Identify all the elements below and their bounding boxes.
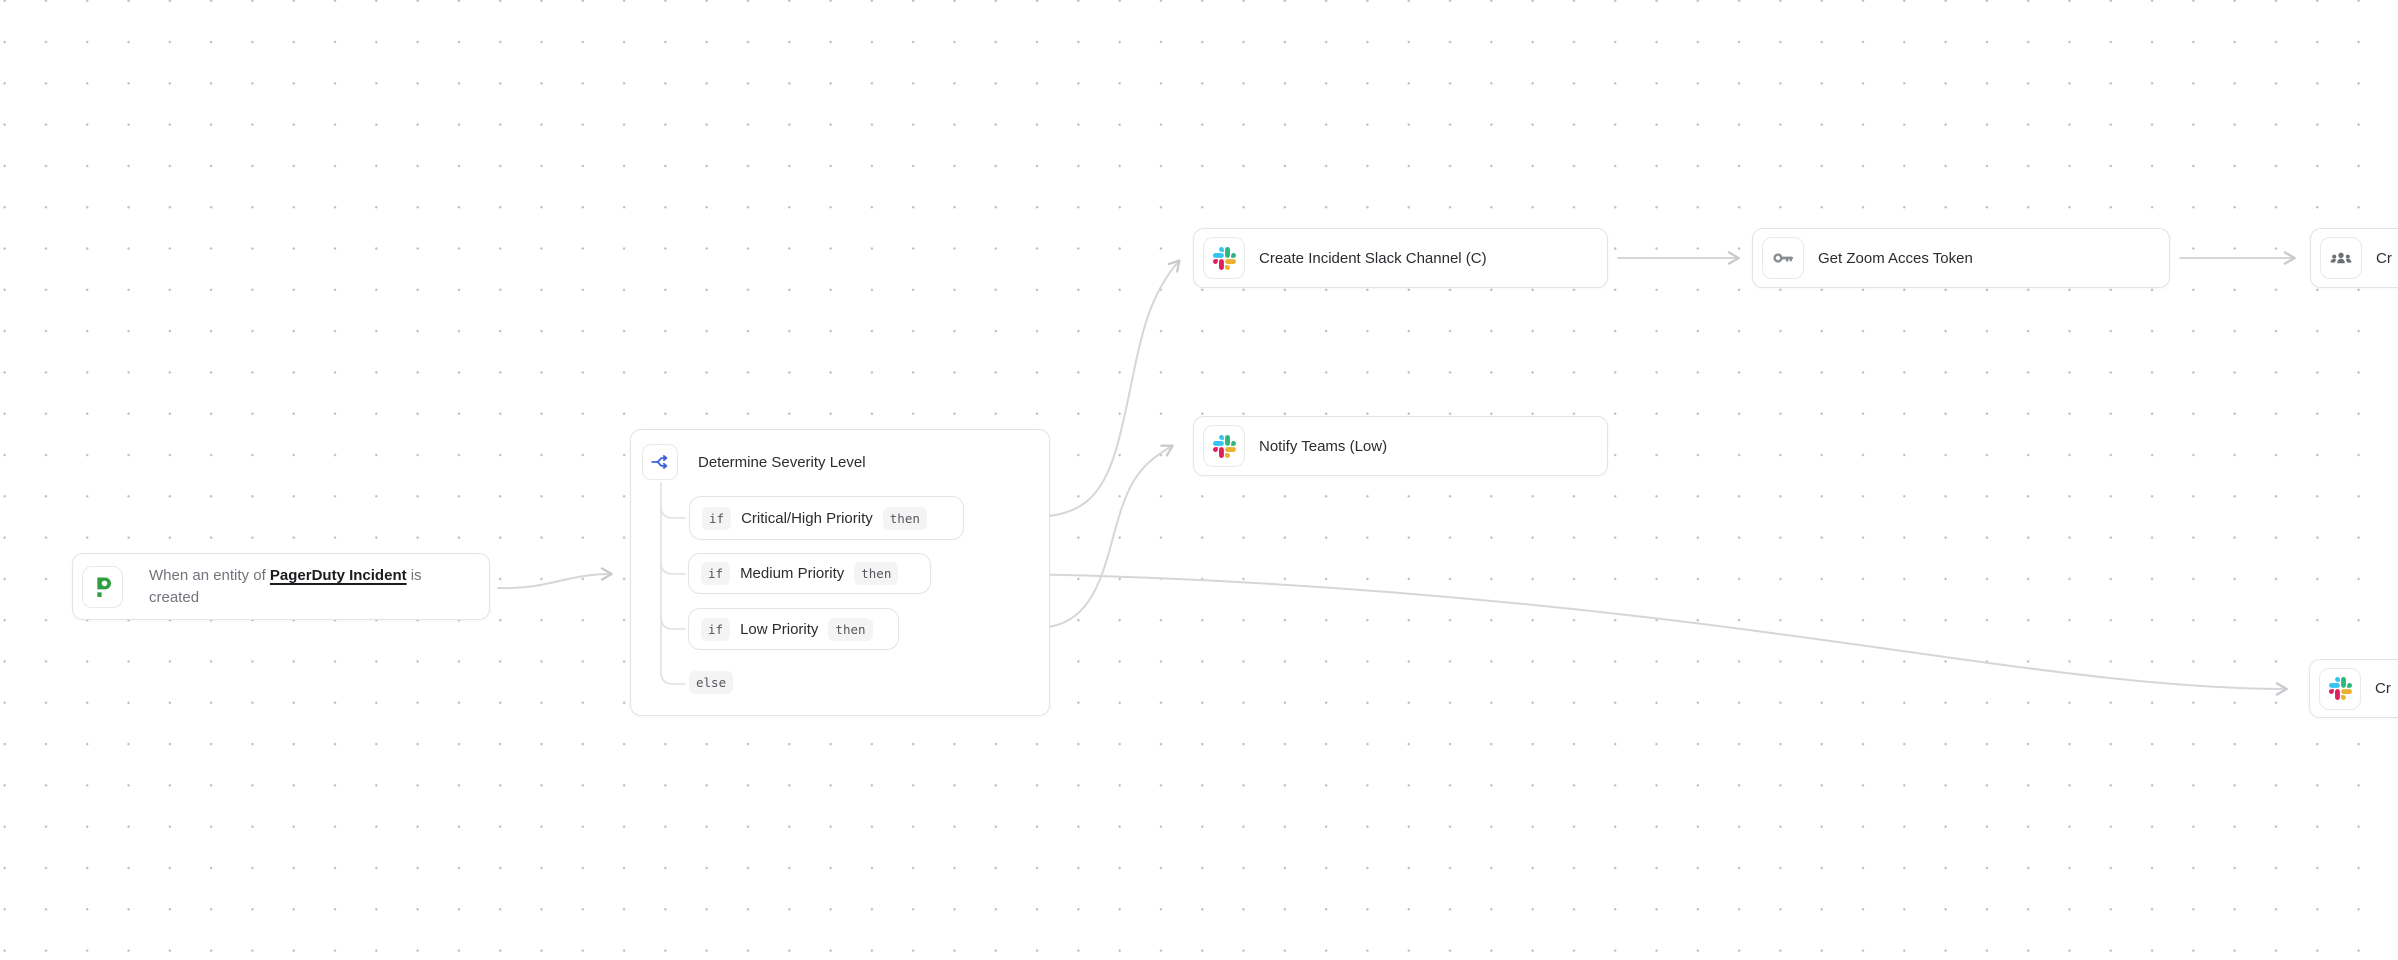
slack-icon: [2319, 667, 2361, 710]
action-node-partial-top-right[interactable]: Cr: [2310, 228, 2398, 288]
trigger-entity-link[interactable]: PagerDuty Incident: [269, 566, 407, 584]
slack-icon: [1203, 237, 1245, 279]
action-title: Notify Teams (Low): [1259, 437, 1388, 455]
if-chip: if: [701, 562, 731, 585]
branch-medium[interactable]: if Medium Priority then: [688, 553, 931, 594]
branch-condition-label: Medium Priority: [740, 565, 845, 582]
edge-trigger-to-router: [497, 567, 613, 590]
action-node-get-zoom-access-token[interactable]: Get Zoom Acces Token: [1752, 228, 2170, 288]
branch-low[interactable]: if Low Priority then: [688, 608, 899, 650]
pagerduty-icon: [82, 565, 123, 608]
router-header: Determine Severity Level: [642, 444, 866, 480]
trigger-node-pagerduty[interactable]: When an entity of PagerDuty Incident is …: [72, 553, 490, 620]
branch-condition-label: Critical/High Priority: [741, 509, 873, 527]
router-title: Determine Severity Level: [698, 453, 866, 471]
branch-critical-high[interactable]: if Critical/High Priority then: [689, 496, 964, 540]
branch-condition-label: Low Priority: [740, 620, 819, 638]
key-icon: [1762, 237, 1804, 279]
action-title: Create Incident Slack Channel (C): [1259, 249, 1487, 267]
then-chip: then: [854, 562, 899, 585]
action-node-notify-teams-low[interactable]: Notify Teams (Low): [1193, 416, 1608, 476]
people-icon: [2320, 237, 2362, 279]
then-chip: then: [882, 506, 927, 530]
router-node-severity[interactable]: Determine Severity Level if Critical/Hig…: [630, 429, 1050, 716]
action-title: Get Zoom Acces Token: [1818, 249, 1973, 267]
action-node-partial-bottom-right[interactable]: Cr: [2309, 659, 2398, 718]
branch-split-icon: [642, 444, 678, 480]
if-chip: if: [702, 506, 732, 530]
action-title: Cr: [2376, 249, 2392, 267]
trigger-text-prefix: When an entity of: [149, 566, 266, 584]
if-chip: if: [701, 617, 731, 641]
trigger-description: When an entity of PagerDuty Incident is …: [149, 565, 449, 609]
action-title: Cr: [2375, 680, 2391, 697]
branch-else[interactable]: else: [689, 671, 734, 694]
edge-medium-to-bottom-right: [934, 572, 2288, 696]
then-chip: then: [828, 617, 873, 641]
slack-icon: [1203, 425, 1245, 467]
trigger-text-suffix: is created: [149, 566, 422, 606]
action-node-create-incident-slack-channel[interactable]: Create Incident Slack Channel (C): [1193, 228, 1608, 288]
